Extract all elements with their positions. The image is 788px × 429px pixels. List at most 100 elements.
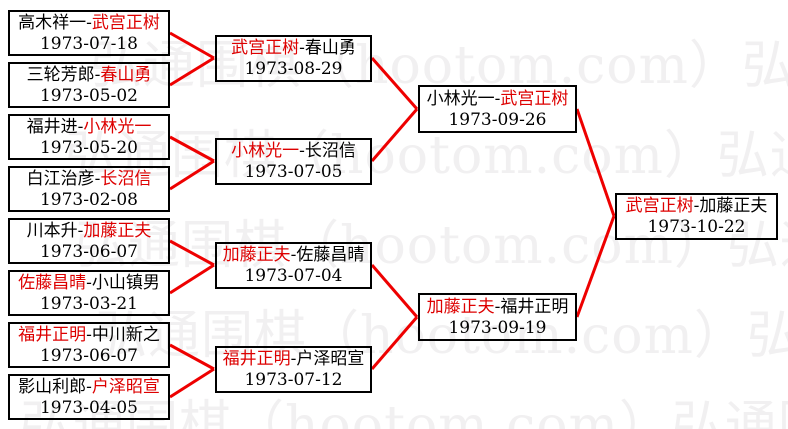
match-players: 武宫正树-加藤正夫 — [617, 196, 776, 217]
match-box-r2-3: 加藤正夫-佐藤昌晴 1973-07-04 — [215, 242, 372, 289]
player-name: 长沼信 — [100, 168, 152, 189]
connector-line — [370, 108, 419, 162]
player-name: 武宫正树 — [625, 196, 694, 216]
player-name: 佐藤昌晴 — [296, 245, 365, 265]
match-box-r1-1: 高木祥一-武宫正树 1973-07-18 — [8, 10, 170, 56]
match-box-sf-1: 小林光一-武宫正树 1973-09-26 — [418, 85, 577, 133]
player-name: 武宫正树 — [231, 38, 300, 58]
match-box-r1-5: 川本升-加藤正夫 1973-06-07 — [8, 218, 170, 264]
connector-line — [169, 56, 215, 87]
connector-line — [575, 108, 616, 217]
match-date: 1973-09-26 — [448, 109, 547, 130]
match-players: 川本升-加藤正夫 — [10, 221, 168, 242]
player-name: 白江治彦 — [26, 168, 95, 189]
player-name: 影山利郎 — [18, 376, 87, 397]
match-date: 1973-07-05 — [244, 162, 343, 182]
player-name: 武宫正树 — [91, 12, 160, 33]
match-players: 武宫正树-春山勇 — [217, 38, 370, 59]
player-name: 中川新之 — [91, 324, 160, 345]
player-name: 小林光一 — [426, 88, 495, 109]
match-date: 1973-07-04 — [244, 266, 343, 286]
connector-line — [169, 135, 215, 163]
separator: - — [94, 168, 101, 189]
connector-line — [169, 367, 215, 399]
connector-line — [169, 31, 215, 60]
match-date: 1973-05-20 — [39, 137, 138, 158]
separator: - — [693, 196, 700, 216]
match-date: 1973-07-18 — [39, 33, 138, 54]
match-box-final: 武宫正树-加藤正夫 1973-10-22 — [615, 193, 778, 240]
match-date: 1973-02-08 — [39, 189, 138, 210]
match-box-r1-6: 佐藤昌晴-小山镇男 1973-03-21 — [8, 270, 170, 316]
match-date: 1973-09-19 — [448, 317, 547, 338]
connector-line — [169, 159, 215, 191]
match-date: 1973-04-05 — [39, 397, 138, 418]
player-name: 春山勇 — [304, 38, 356, 58]
player-name: 户泽昭宣 — [296, 349, 365, 369]
match-box-r2-1: 武宫正树-春山勇 1973-08-29 — [215, 35, 372, 82]
match-players: 加藤正夫-佐藤昌晴 — [217, 245, 370, 266]
separator: - — [290, 245, 297, 265]
match-box-r1-3: 福井进-小林光一 1973-05-20 — [8, 114, 170, 160]
match-date: 1973-08-29 — [244, 59, 343, 79]
player-name: 高木祥一 — [18, 12, 87, 33]
match-players: 白江治彦-长沼信 — [10, 169, 168, 190]
player-name: 加藤正夫 — [222, 245, 291, 265]
match-box-r1-8: 影山利郎-户泽昭宣 1973-04-05 — [8, 374, 170, 420]
player-name: 川本升 — [26, 220, 78, 241]
player-name: 佐藤昌晴 — [18, 272, 87, 293]
match-players: 高木祥一-武宫正树 — [10, 13, 168, 34]
separator: - — [86, 376, 92, 397]
player-name: 加藤正夫 — [83, 220, 152, 241]
match-players: 福井正明-中川新之 — [10, 325, 168, 346]
connector-line — [169, 343, 215, 371]
separator: - — [290, 349, 297, 369]
separator: - — [494, 88, 501, 109]
player-name: 户泽昭宣 — [91, 376, 160, 397]
separator: - — [94, 64, 101, 85]
match-date: 1973-05-02 — [39, 85, 138, 106]
match-box-r2-4: 福井正明-户泽昭宣 1973-07-12 — [215, 346, 372, 393]
separator: - — [77, 220, 84, 241]
match-date: 1973-03-21 — [39, 293, 138, 314]
watermark-text: 弘通围棋（hootom.com）弘通围棋（hootom.com）弘通围棋（hoo… — [65, 126, 788, 186]
player-name: 三轮芳郎 — [26, 64, 95, 85]
match-date: 1973-06-07 — [39, 241, 138, 262]
separator: - — [299, 38, 305, 58]
match-players: 福井进-小林光一 — [10, 117, 168, 138]
match-players: 三轮芳郎-春山勇 — [10, 65, 168, 86]
separator: - — [77, 116, 84, 137]
player-name: 加藤正夫 — [699, 196, 768, 216]
separator: - — [86, 272, 92, 293]
match-box-sf-2: 加藤正夫-福井正明 1973-09-19 — [418, 293, 577, 341]
player-name: 福井正明 — [500, 296, 569, 317]
player-name: 福井正明 — [18, 324, 87, 345]
match-players: 佐藤昌晴-小山镇男 — [10, 273, 168, 294]
connector-line — [575, 215, 616, 318]
player-name: 长沼信 — [304, 141, 356, 161]
separator: - — [86, 324, 92, 345]
connector-line — [169, 239, 215, 267]
connector-line — [370, 57, 419, 110]
match-players: 影山利郎-户泽昭宣 — [10, 377, 168, 398]
connector-line — [370, 316, 419, 370]
match-players: 福井正明-户泽昭宣 — [217, 349, 370, 370]
connector-line — [169, 263, 215, 295]
player-name: 武宫正树 — [500, 88, 569, 109]
match-box-r2-2: 小林光一-长沼信 1973-07-05 — [215, 138, 372, 185]
match-box-r1-7: 福井正明-中川新之 1973-06-07 — [8, 322, 170, 368]
match-box-r1-2: 三轮芳郎-春山勇 1973-05-02 — [8, 62, 170, 108]
player-name: 福井进 — [26, 116, 78, 137]
separator: - — [86, 12, 92, 33]
player-name: 小林光一 — [231, 141, 300, 161]
match-date: 1973-06-07 — [39, 345, 138, 366]
match-date: 1973-10-22 — [647, 217, 746, 237]
match-players: 小林光一-武宫正树 — [420, 89, 575, 110]
player-name: 小山镇男 — [91, 272, 160, 293]
match-players: 小林光一-长沼信 — [217, 141, 370, 162]
match-box-r1-4: 白江治彦-长沼信 1973-02-08 — [8, 166, 170, 212]
match-date: 1973-07-12 — [244, 370, 343, 390]
player-name: 春山勇 — [100, 64, 152, 85]
connector-line — [370, 264, 419, 318]
